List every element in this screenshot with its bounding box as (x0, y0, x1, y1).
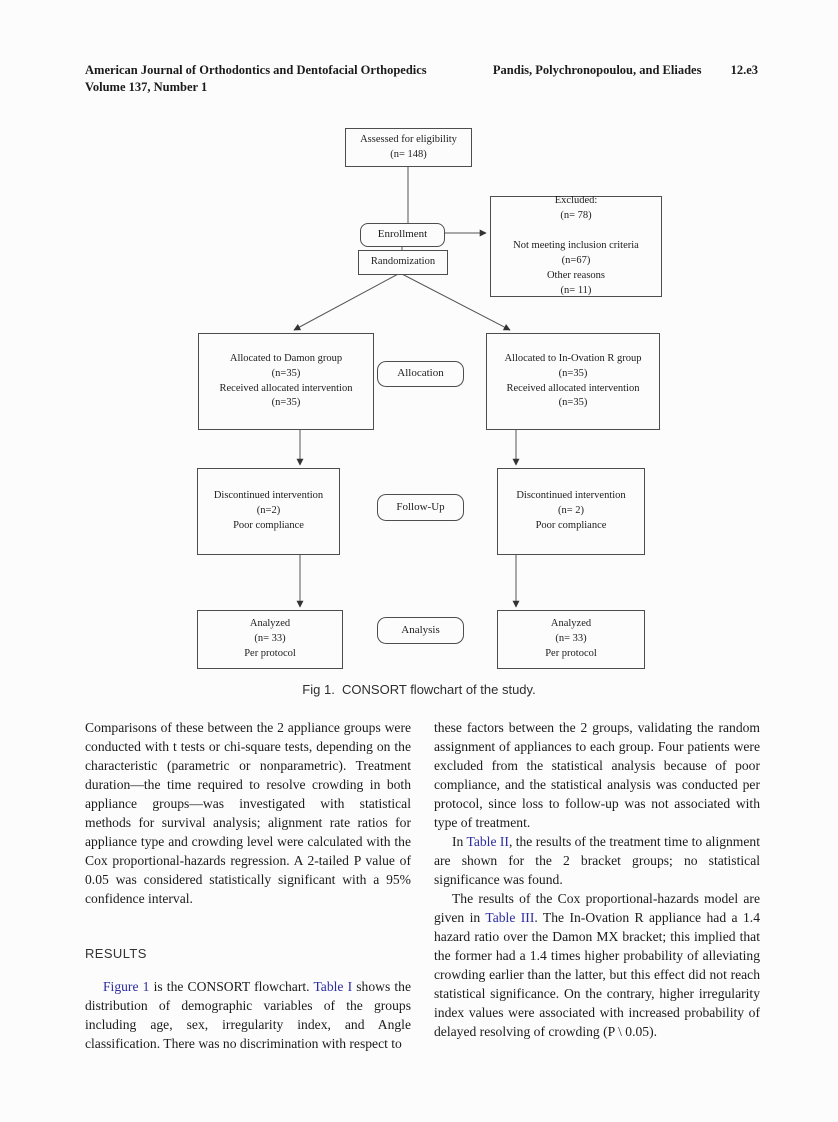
flowchart-stage-followup: Follow-Up (377, 494, 464, 521)
section-heading-results: RESULTS (85, 946, 147, 961)
flowchart-stage-enrollment: Enrollment (360, 223, 445, 247)
journal-volume: Volume 137, Number 1 (85, 79, 208, 94)
paragraph-text: shows the distribution of demographic va… (85, 979, 412, 1051)
flowchart-box-discontinued-left: Discontinued intervention (n=2) Poor com… (197, 468, 340, 555)
page-number: 12.e3 (730, 63, 758, 77)
cross-reference-link[interactable]: Figure 1 (103, 979, 150, 994)
figure-caption-text: CONSORT flowchart of the study. (342, 682, 536, 697)
author-page-block: Pandis, Polychronopoulou, and Eliades 12… (493, 62, 758, 96)
cross-reference-link[interactable]: Table I (313, 979, 353, 994)
body-column-left: Comparisons of these between the 2 appli… (85, 718, 411, 1053)
flowchart-box-discontinued-right: Discontinued intervention (n= 2) Poor co… (497, 468, 645, 555)
flowchart-box-excluded: Excluded: (n= 78) Not meeting inclusion … (490, 195, 662, 297)
journal-title-block: American Journal of Orthodontics and Den… (85, 62, 427, 96)
paragraph: these factors between the 2 groups, vali… (434, 720, 760, 830)
flowchart-box-randomization: Randomization (358, 250, 448, 275)
flowchart-stage-allocation: Allocation (377, 361, 464, 387)
paragraph: Figure 1 is the CONSORT flowchart. Table… (85, 977, 411, 1053)
paragraph: The results of the Cox proportional-haza… (434, 889, 760, 1041)
flowchart-box-allocated-inovation: Allocated to In-Ovation R group (n=35) R… (486, 333, 660, 430)
running-authors: Pandis, Polychronopoulou, and Eliades (492, 63, 702, 77)
paragraph-text: is the CONSORT flowchart. (149, 979, 314, 994)
cross-reference-link[interactable]: Table II (466, 834, 509, 849)
flowchart-box-assessed: Assessed for eligibility (n= 148) (345, 128, 472, 167)
paragraph-text: , the results of the treatment time to a… (434, 834, 760, 887)
cross-reference-link[interactable]: Table III (485, 910, 535, 925)
flowchart-box-allocated-damon: Allocated to Damon group (n=35) Received… (198, 333, 374, 430)
figure-caption-label: Fig 1. (302, 682, 335, 697)
flowchart-box-analyzed-right: Analyzed (n= 33) Per protocol (497, 610, 645, 669)
flowchart-box-analyzed-left: Analyzed (n= 33) Per protocol (197, 610, 343, 669)
paragraph: In Table II, the results of the treatmen… (434, 832, 760, 889)
paragraph-text: . The In-Ovation R appliance had a 1.4 h… (434, 910, 760, 1039)
body-column-right: these factors between the 2 groups, vali… (434, 718, 760, 1041)
paragraph: Comparisons of these between the 2 appli… (85, 720, 411, 906)
paragraph-text: The results of the Cox proportional-haza… (434, 891, 760, 925)
figure-caption: Fig 1. CONSORT flowchart of the study. (0, 682, 838, 697)
journal-title: American Journal of Orthodontics and Den… (85, 63, 427, 77)
running-head: American Journal of Orthodontics and Den… (85, 62, 758, 96)
flowchart-stage-analysis: Analysis (377, 617, 464, 644)
paragraph-text: In (452, 834, 467, 849)
